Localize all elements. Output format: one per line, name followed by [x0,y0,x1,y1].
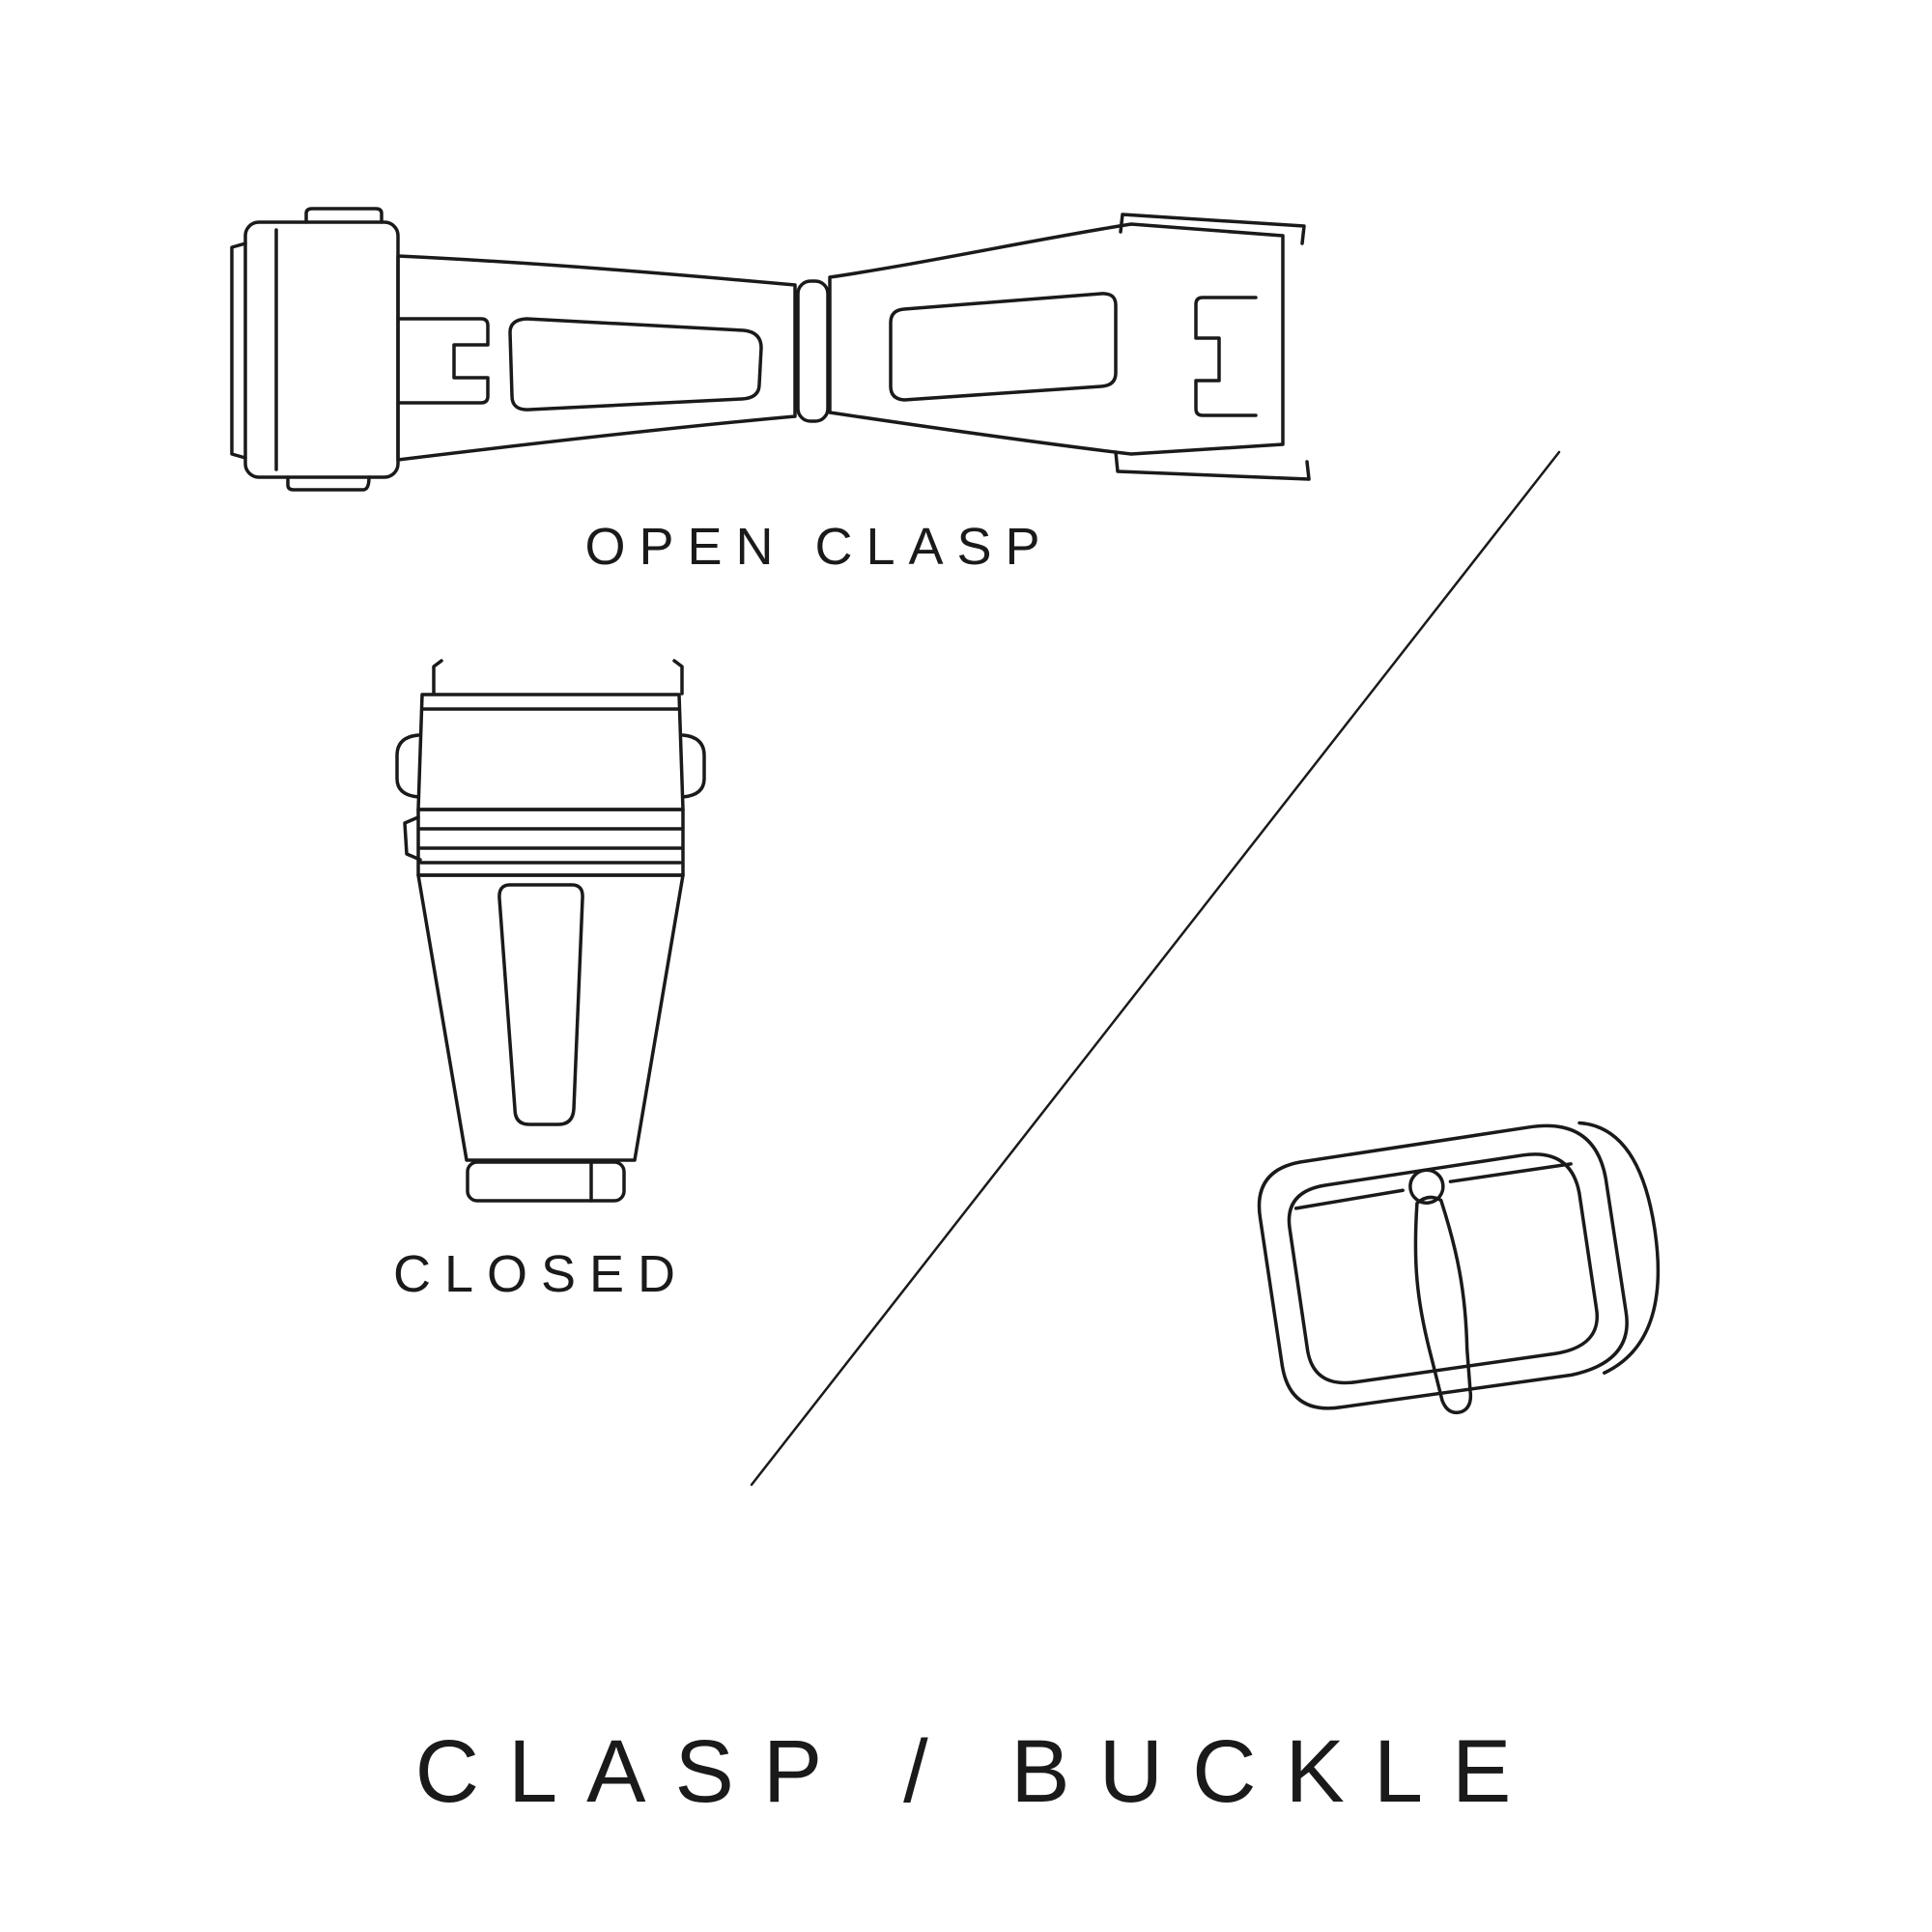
clasp-center-hinge [796,279,830,423]
closed-clasp-left-prong [432,659,443,696]
closed-clasp-right-prong [672,659,684,696]
clasp-keeper-hook [396,317,490,405]
pin-buckle-icon [1257,1121,1661,1415]
closed-clasp-left-bevel [403,815,422,862]
clasp-right-arm-cutout [889,292,1118,402]
clasp-right-bottom-bar [1114,450,1311,481]
clasp-fold-plate [243,220,400,479]
buckle-outer-frame [1257,1123,1629,1410]
clasp-left-arm-cutout [508,317,763,412]
diagonal-divider-line [750,450,1561,1487]
clasp-right-top-bar [1119,213,1306,245]
buckle-bar-left [1293,1188,1405,1210]
closed-clasp-band [416,808,685,877]
page-title: CLASP / BUCKLE [414,1722,1541,1821]
clasp-catch-detail [1194,296,1258,417]
closed-clasp-icon [395,659,706,1203]
closed-clasp-body-cutout [497,883,584,1126]
closed-clasp-end-piece [466,1160,626,1203]
closed-clasp-left-ear [395,733,420,799]
clasp-left-arm [396,254,797,462]
closed-clasp-label: CLOSED [392,1245,690,1303]
buckle-tang-pin [1413,1195,1473,1415]
closed-clasp-top-box [416,693,685,811]
clasp-top-tab [304,207,384,224]
buckle-tang-loop [1408,1168,1445,1205]
open-clasp-icon [230,207,1311,492]
open-clasp-label: OPEN CLASP [584,518,1054,576]
closed-clasp-right-ear [681,733,706,799]
clasp-fold-edge [230,242,247,460]
buckle-side-thickness [1577,1121,1661,1375]
closed-clasp-body [416,873,685,1162]
clasp-bottom-tab [286,475,371,492]
buckle-inner-opening [1287,1152,1600,1385]
buckle-bar-right [1448,1162,1573,1183]
clasp-right-arm [828,222,1285,456]
